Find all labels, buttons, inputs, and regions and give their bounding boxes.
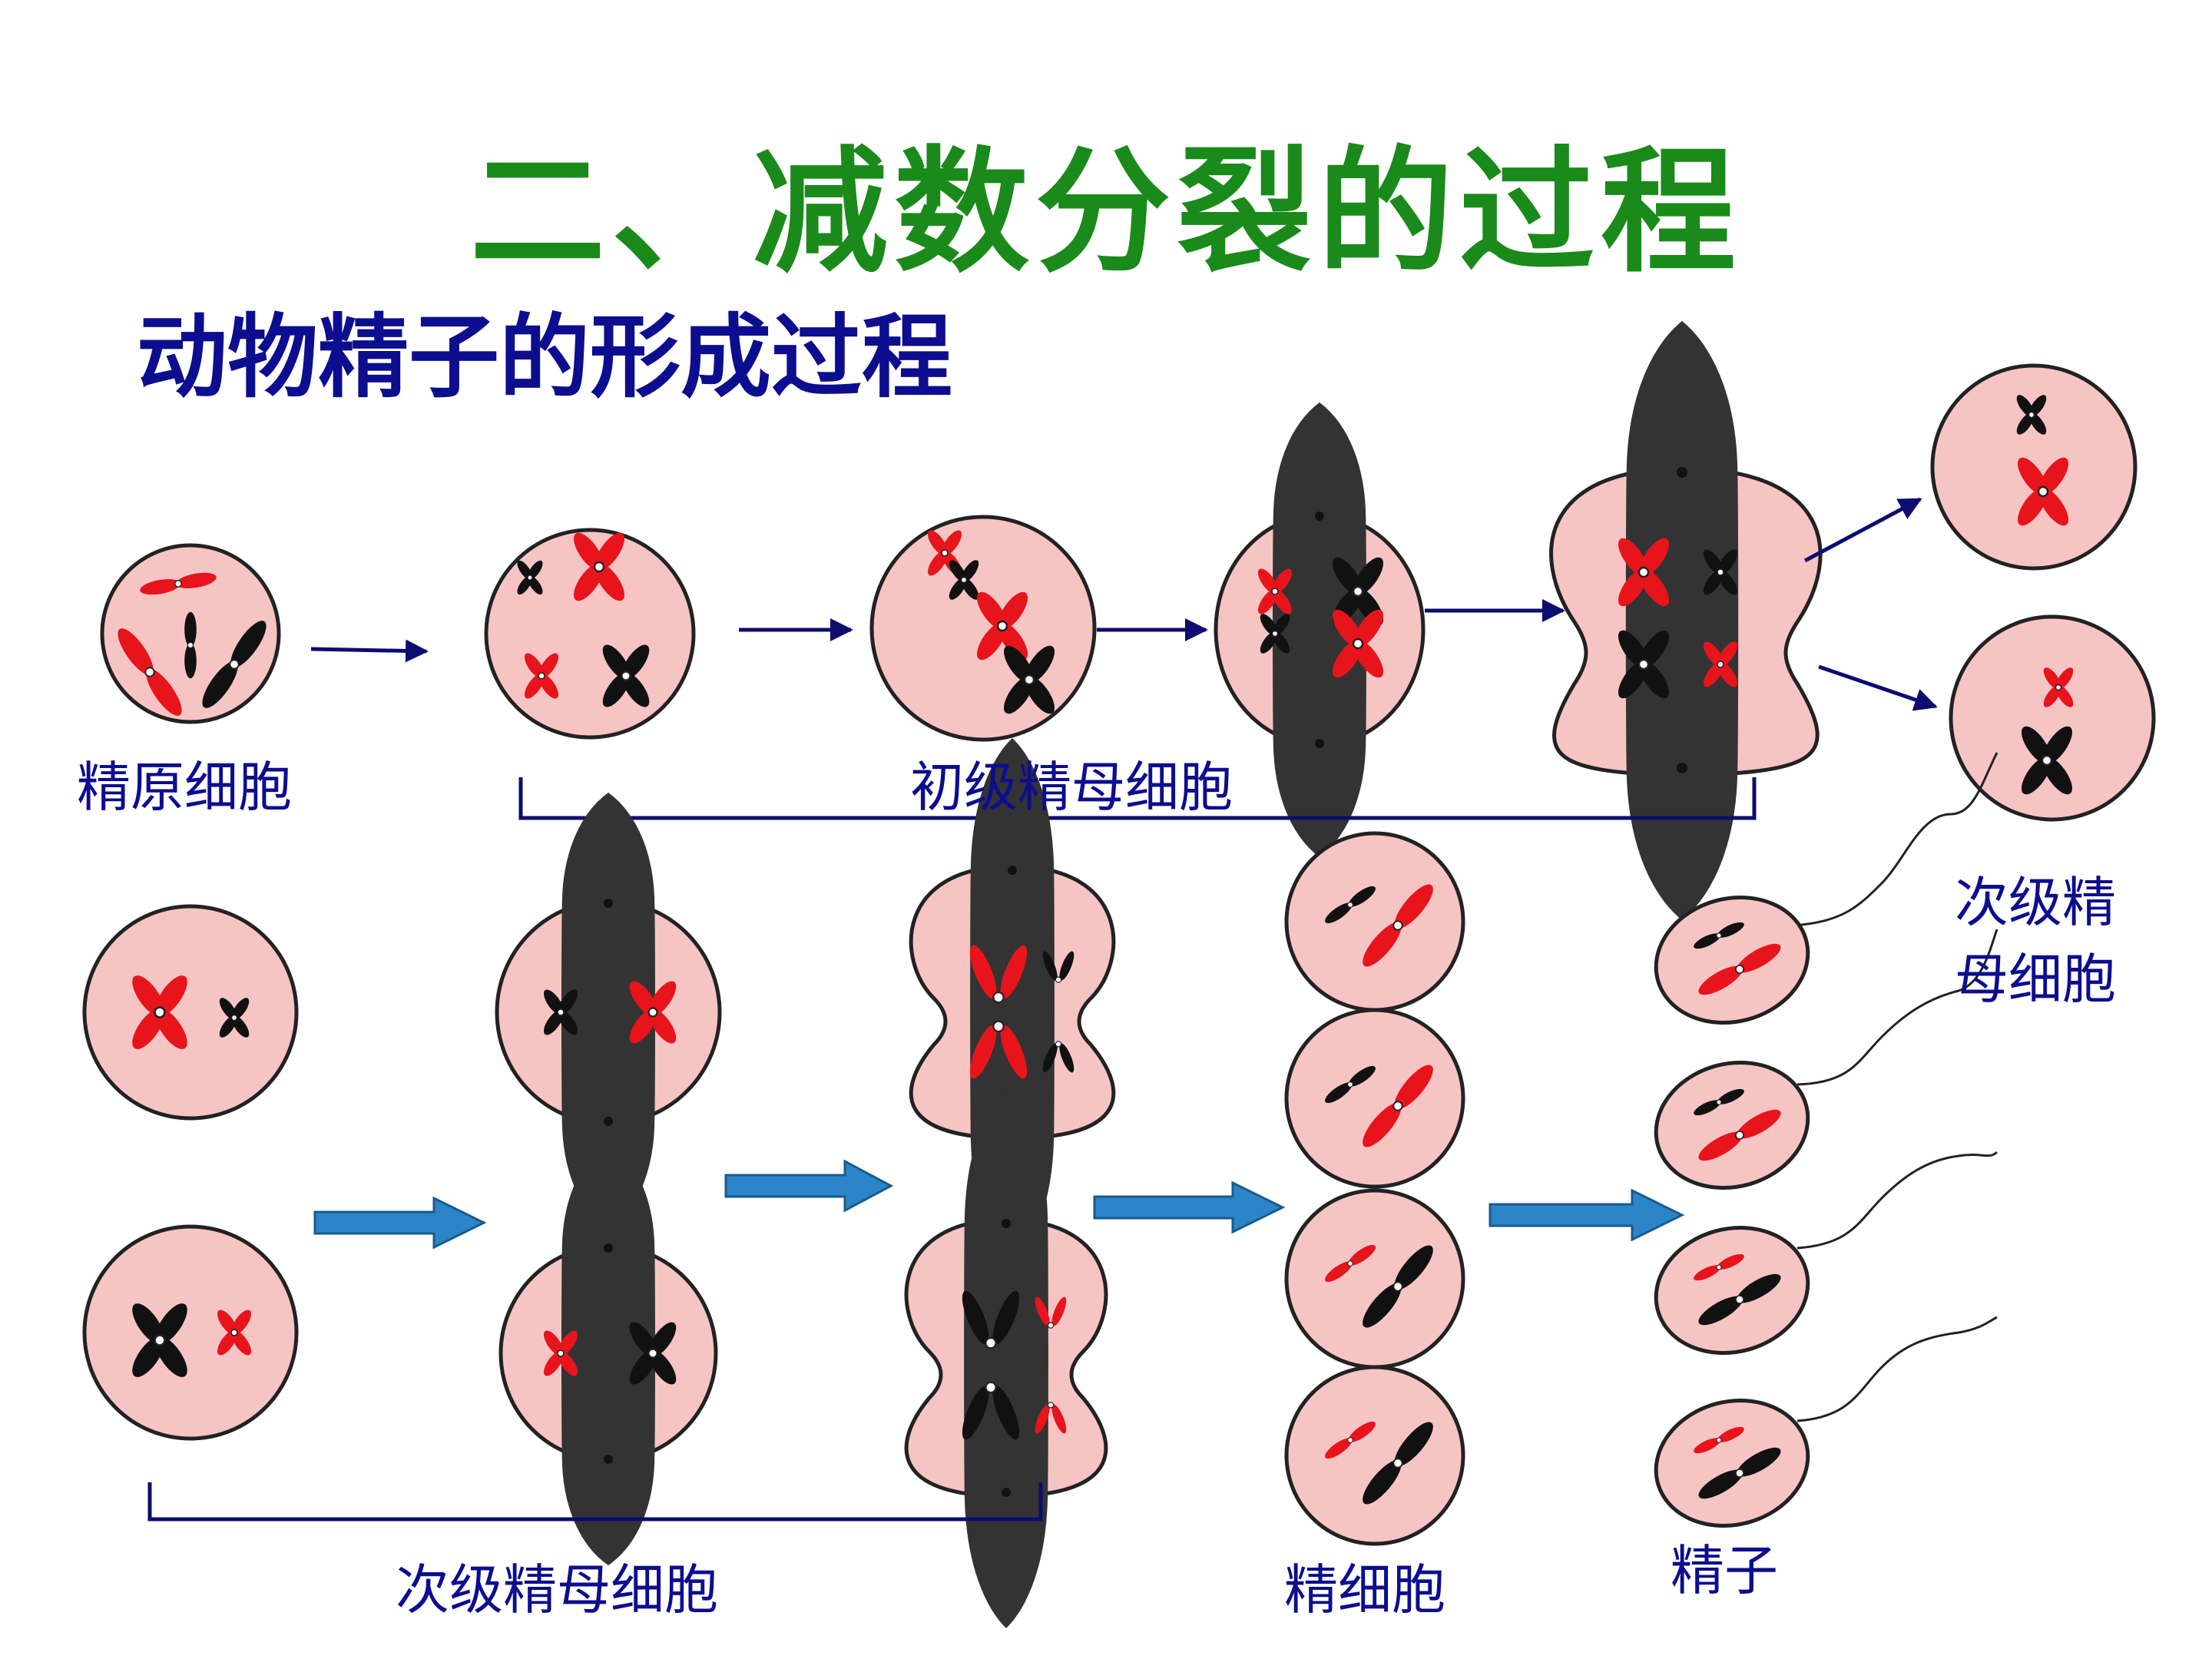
spermatid-4: [1284, 1365, 1465, 1546]
label-secondary-spermatocyte: 次级精母细胞: [396, 1558, 718, 1621]
spermatid-2: [1284, 1008, 1465, 1189]
page-title: 二、减数分裂的过程: [469, 132, 1742, 291]
sperm-3: [1654, 1151, 1998, 1355]
label-spermatid: 精细胞: [1284, 1558, 1445, 1621]
arrow-5a: [1803, 497, 1922, 563]
cell-secondary-metaphase-b: [501, 1243, 716, 1464]
label-sperm: 精子: [1671, 1539, 1778, 1602]
block-arrow-4: [1488, 1188, 1685, 1242]
sperm-2: [1654, 929, 1998, 1190]
label-spermatogonium: 精原细胞: [77, 756, 292, 819]
cell-primary-metaphase: [1216, 512, 1423, 748]
label-secondary-spermatocyte-line2: 母细胞: [1955, 948, 2116, 1011]
arrow-1: [310, 639, 429, 663]
block-arrow-3: [1093, 1181, 1286, 1234]
bracket-secondary: [147, 1482, 1043, 1522]
spermatid-3: [1284, 1188, 1465, 1369]
sperm-4: [1654, 1316, 1998, 1528]
cell-secondary-a: [82, 904, 299, 1121]
cell-primary-anaphase: [1551, 467, 1820, 776]
sperm-1: [1654, 752, 1998, 1025]
cell-primary-1: [484, 527, 696, 740]
page-subtitle: 动物精子的形成过程: [137, 304, 953, 410]
arrow-5b: [1818, 664, 1938, 711]
cell-primary-2: [869, 515, 1097, 742]
cell-secondary-metaphase-a: [497, 899, 720, 1126]
cell-secondary-b: [82, 1224, 299, 1441]
block-arrow-2: [724, 1159, 894, 1213]
cell-secondary-top: [1930, 363, 2137, 571]
cell-secondary-anaphase-b: [906, 1219, 1106, 1497]
spermatid-1: [1284, 831, 1465, 1012]
block-arrow-1: [313, 1196, 487, 1250]
label-primary-spermatocyte: 初级精母细胞: [910, 756, 1233, 819]
label-secondary-spermatocyte-line1: 次级精: [1955, 871, 2116, 934]
cell-secondary-bottom: [1949, 614, 2156, 822]
bracket-primary: [518, 777, 1757, 820]
cell-spermatogonium: [100, 543, 281, 724]
